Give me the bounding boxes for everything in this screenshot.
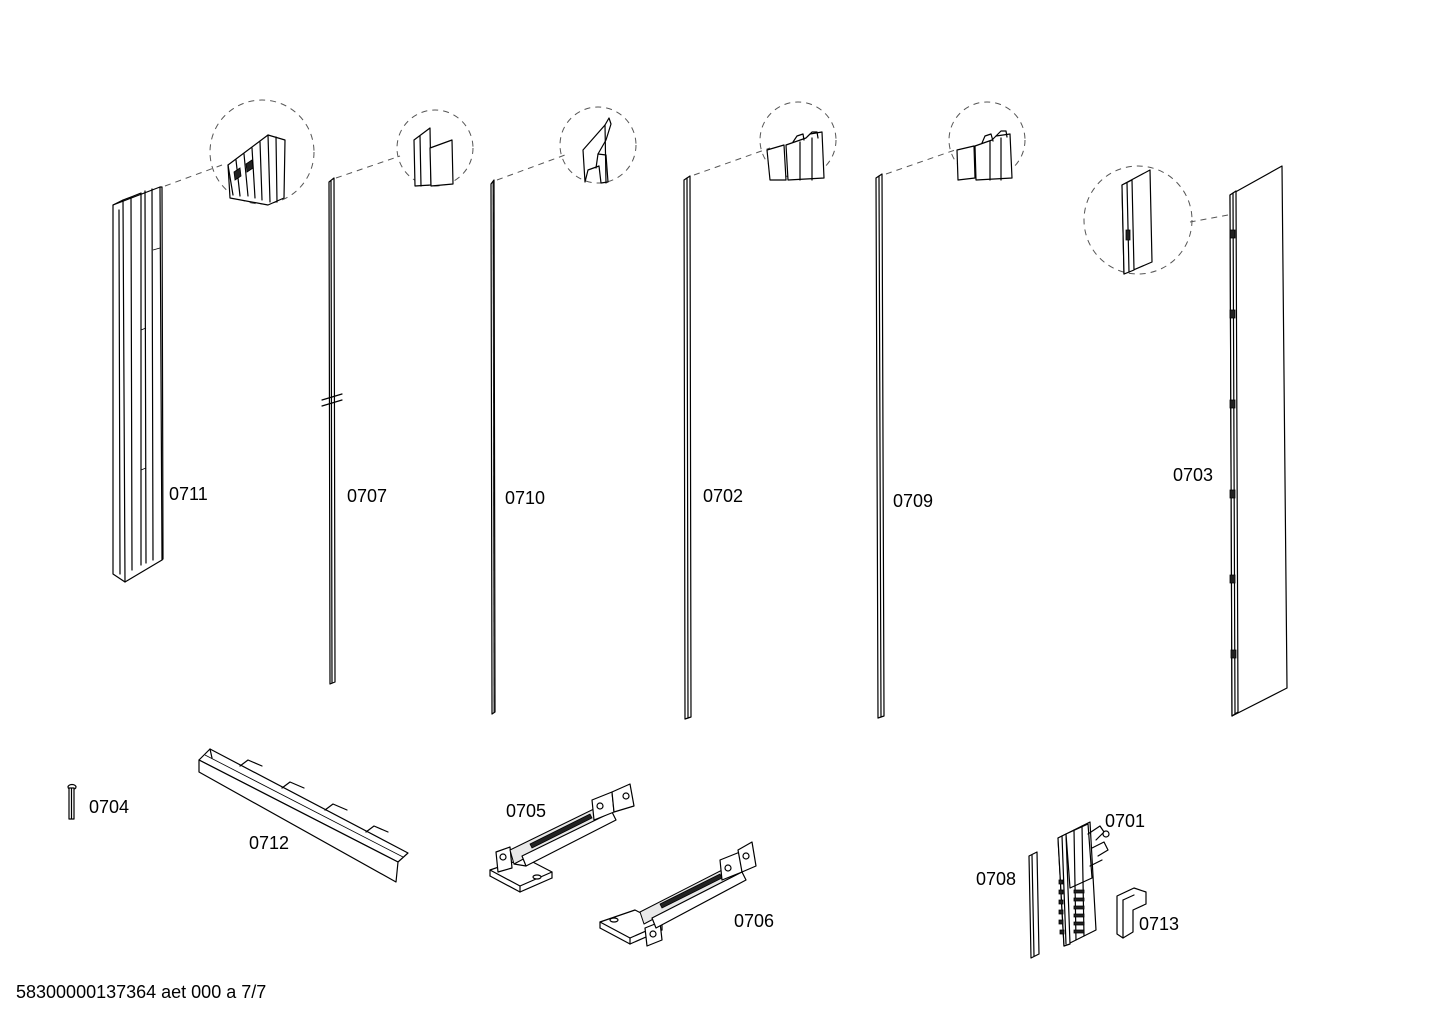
part-0706-bracket — [599, 841, 757, 947]
part-label-0701: 0701 — [1105, 811, 1146, 831]
leader-0702 — [693, 147, 771, 176]
part-label-0708: 0708 — [976, 869, 1017, 889]
part-0701-hinge — [1057, 821, 1110, 947]
detail-circle-0703 — [1083, 165, 1193, 275]
part-0705-bracket — [489, 783, 635, 893]
document-footer-code: 58300000137364 aet 000 a 7/7 — [16, 982, 267, 1002]
leader-0711 — [164, 164, 223, 187]
detail-circle-0711 — [209, 99, 315, 206]
detail-circle-0702 — [759, 101, 837, 181]
leader-0709 — [885, 149, 956, 175]
part-label-0706: 0706 — [734, 911, 775, 931]
detail-circle-0710 — [559, 106, 637, 184]
part-0708-strip — [1028, 851, 1040, 959]
part-0709-strip — [875, 173, 885, 719]
part-label-0710: 0710 — [505, 488, 546, 508]
part-label-0703: 0703 — [1173, 465, 1214, 485]
part-label-0709: 0709 — [893, 491, 934, 511]
part-0702-strip — [683, 175, 692, 720]
part-label-0702: 0702 — [703, 486, 744, 506]
part-0713-clip — [1116, 887, 1147, 939]
part-label-0707: 0707 — [347, 486, 388, 506]
part-0711-profile — [112, 186, 164, 583]
part-0703-panel — [1229, 165, 1288, 717]
detail-circle-0707 — [396, 109, 474, 187]
part-0704-pin — [67, 783, 77, 820]
part-0707-strip — [321, 177, 343, 685]
detail-circle-0709 — [948, 101, 1026, 181]
part-0712-channel — [198, 748, 409, 883]
part-label-0704: 0704 — [89, 797, 130, 817]
leader-0707 — [335, 155, 401, 179]
part-0710-strip — [490, 179, 496, 715]
part-label-0712: 0712 — [249, 833, 290, 853]
leader-0710 — [496, 154, 566, 181]
part-label-0711: 0711 — [169, 484, 208, 504]
leader-0703 — [1189, 214, 1229, 223]
part-label-0713: 0713 — [1139, 914, 1180, 934]
part-label-0705: 0705 — [506, 801, 547, 821]
